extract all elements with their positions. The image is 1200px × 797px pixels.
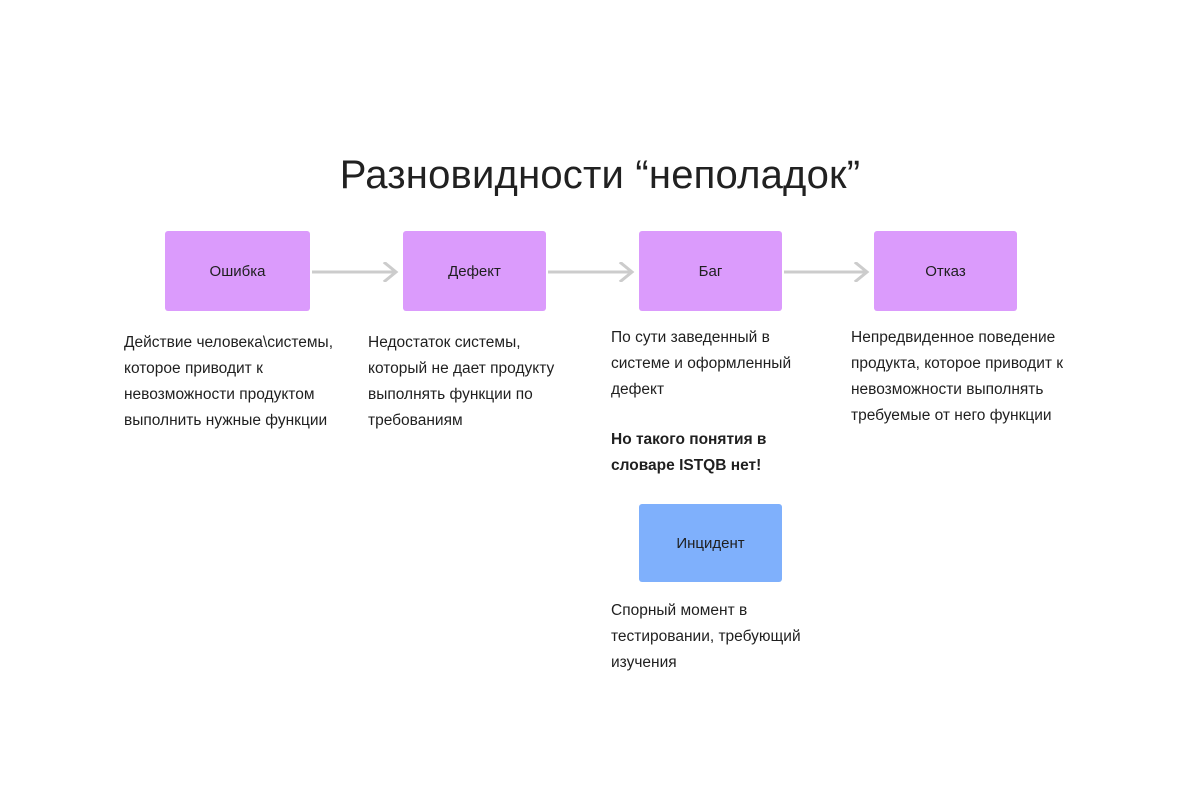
page-title: Разновидности “неполадок” [339,152,861,197]
description-incident: Спорный момент в тестировании, требующий… [611,598,827,676]
description-incident-text: Спорный момент в тестировании, требующий… [611,602,801,671]
flow-node-error-label: Ошибка [209,262,266,280]
flow-node-defect-label: Дефект [448,262,501,280]
flow-node-defect[interactable]: Дефект [403,231,546,311]
description-failure: Непредвиденное поведение продукта, котор… [851,325,1076,429]
flow-node-incident-label: Инцидент [676,534,745,552]
flow-node-incident[interactable]: Инцидент [639,504,782,582]
flow-node-error[interactable]: Ошибка [165,231,310,311]
description-bug-note: Но такого понятия в словаре ISTQB нет! [611,431,767,474]
arrow-error-to-defect [312,262,402,282]
description-defect-text: Недостаток системы, который не дает прод… [368,334,555,429]
flow-node-failure-label: Отказ [925,262,966,280]
flow-node-bug[interactable]: Баг [639,231,782,311]
description-defect: Недостаток системы, который не дает прод… [368,330,584,434]
description-error: Действие человека\системы, которое приво… [124,330,352,434]
flow-node-failure[interactable]: Отказ [874,231,1017,311]
flow-node-bug-label: Баг [698,262,723,280]
description-error-text: Действие человека\системы, которое приво… [124,334,334,429]
description-bug: По сути заведенный в системе и оформленн… [611,325,819,479]
description-failure-text: Непредвиденное поведение продукта, котор… [851,329,1064,424]
description-bug-text: По сути заведенный в системе и оформленн… [611,329,792,398]
arrow-bug-to-failure [784,262,873,282]
arrow-defect-to-bug [548,262,638,282]
